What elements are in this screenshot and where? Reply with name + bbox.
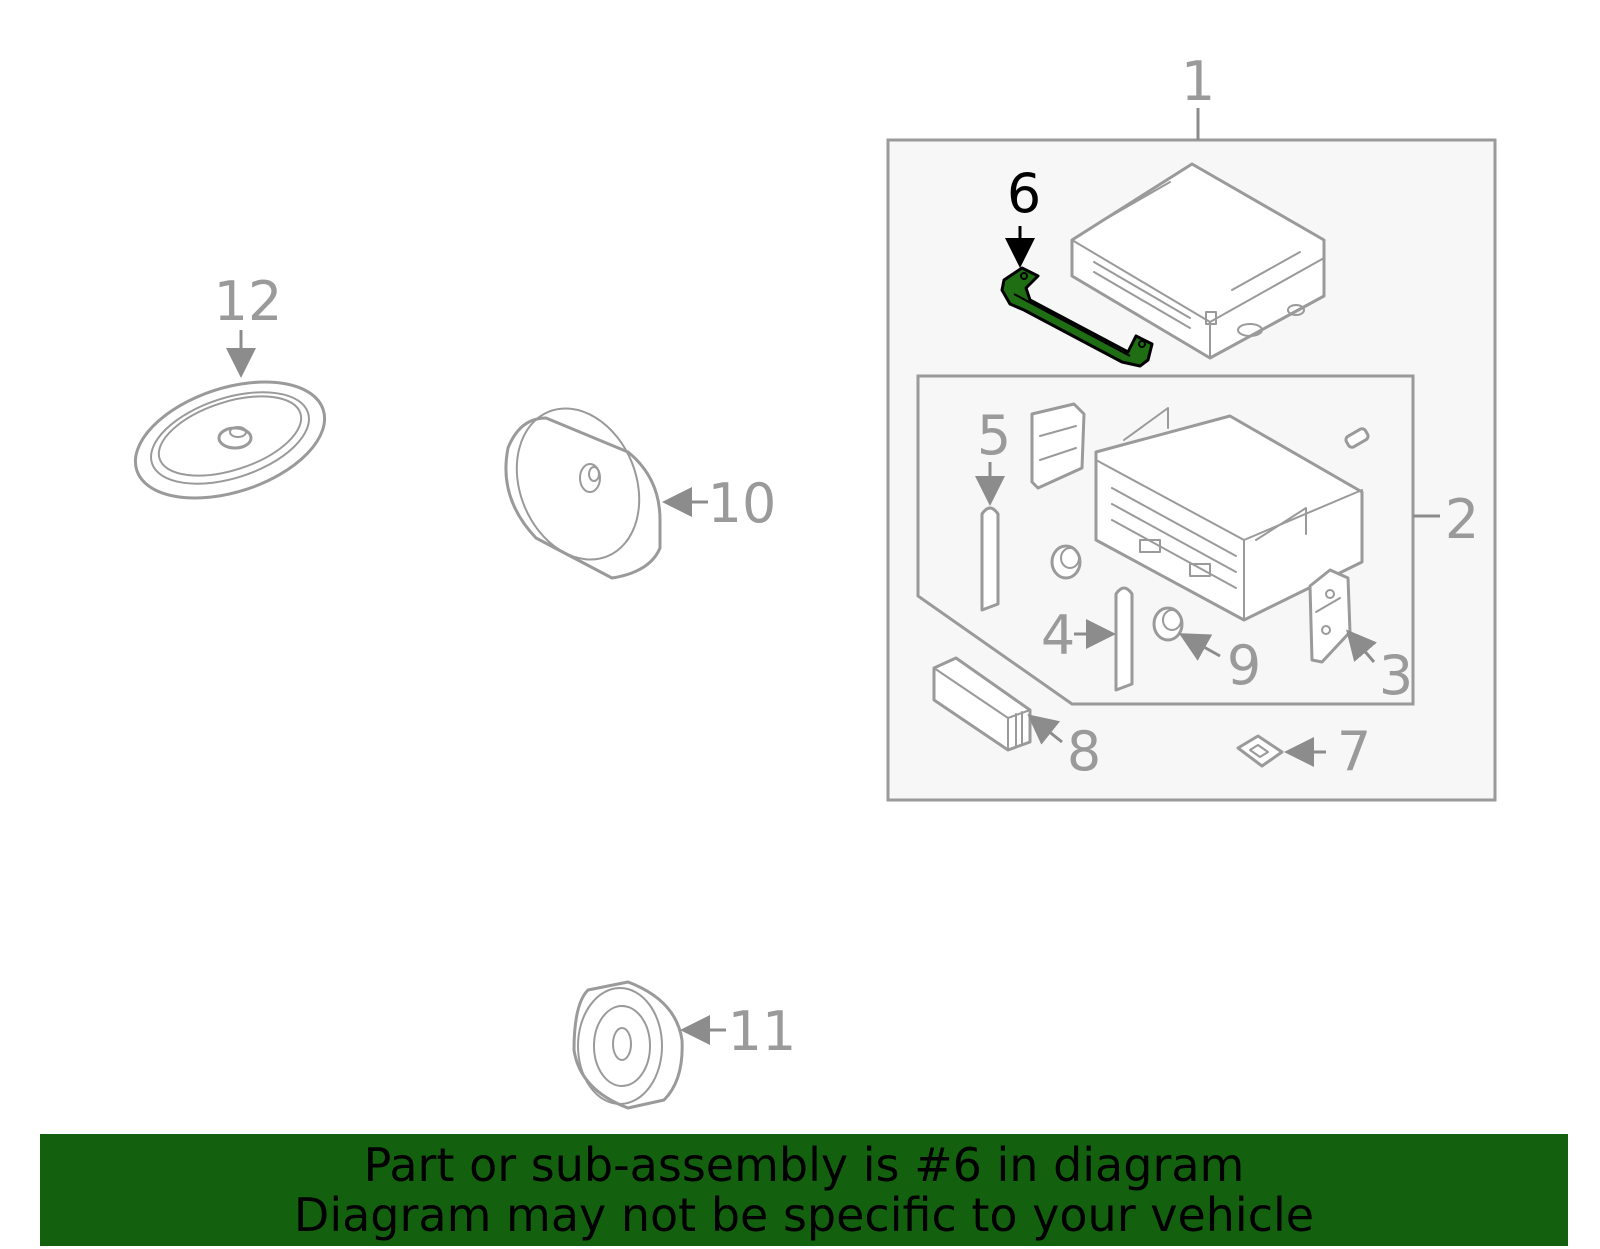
callout-11: 11 <box>728 1000 797 1063</box>
banner-line-disclaimer: Diagram may not be specific to your vehi… <box>293 1188 1315 1242</box>
callout-7: 7 <box>1337 720 1371 783</box>
callout-2: 2 <box>1445 488 1479 551</box>
callout-10: 10 <box>708 472 777 535</box>
info-banner: Part or sub-assembly is #6 in diagram Di… <box>40 1134 1568 1246</box>
front-bracket-part[interactable] <box>1030 402 1086 490</box>
callout-6: 6 <box>1007 162 1041 225</box>
knob-part-9[interactable] <box>1050 544 1184 642</box>
leader-3 <box>1346 629 1378 663</box>
mounting-bracket-part-6[interactable] <box>1000 266 1154 368</box>
clip-part-7[interactable] <box>1236 734 1284 768</box>
speaker-part-12[interactable] <box>121 360 340 519</box>
small-plug-part[interactable] <box>1344 427 1370 449</box>
trim-strip-part-5[interactable] <box>980 506 1000 612</box>
banner-line-part-number: Part or sub-assembly is #6 in diagram <box>363 1138 1245 1192</box>
leader-9 <box>1178 633 1221 661</box>
leader-lines <box>226 226 1378 1045</box>
callout-9: 9 <box>1227 634 1261 697</box>
side-bracket-part-3[interactable] <box>1308 568 1352 664</box>
callout-12: 12 <box>214 270 283 333</box>
callout-8: 8 <box>1067 720 1101 783</box>
callout-4: 4 <box>1041 604 1075 667</box>
trim-strip-part-4[interactable] <box>1114 586 1134 692</box>
speaker-part-10[interactable] <box>495 390 662 580</box>
leader-8 <box>1027 714 1063 745</box>
radio-receiver-part[interactable] <box>1094 407 1364 622</box>
callout-1: 1 <box>1181 50 1215 113</box>
callout-5: 5 <box>977 404 1011 467</box>
speaker-part-11[interactable] <box>572 980 684 1110</box>
cd-changer-unit-part[interactable] <box>1070 162 1326 360</box>
callout-3: 3 <box>1379 644 1413 707</box>
